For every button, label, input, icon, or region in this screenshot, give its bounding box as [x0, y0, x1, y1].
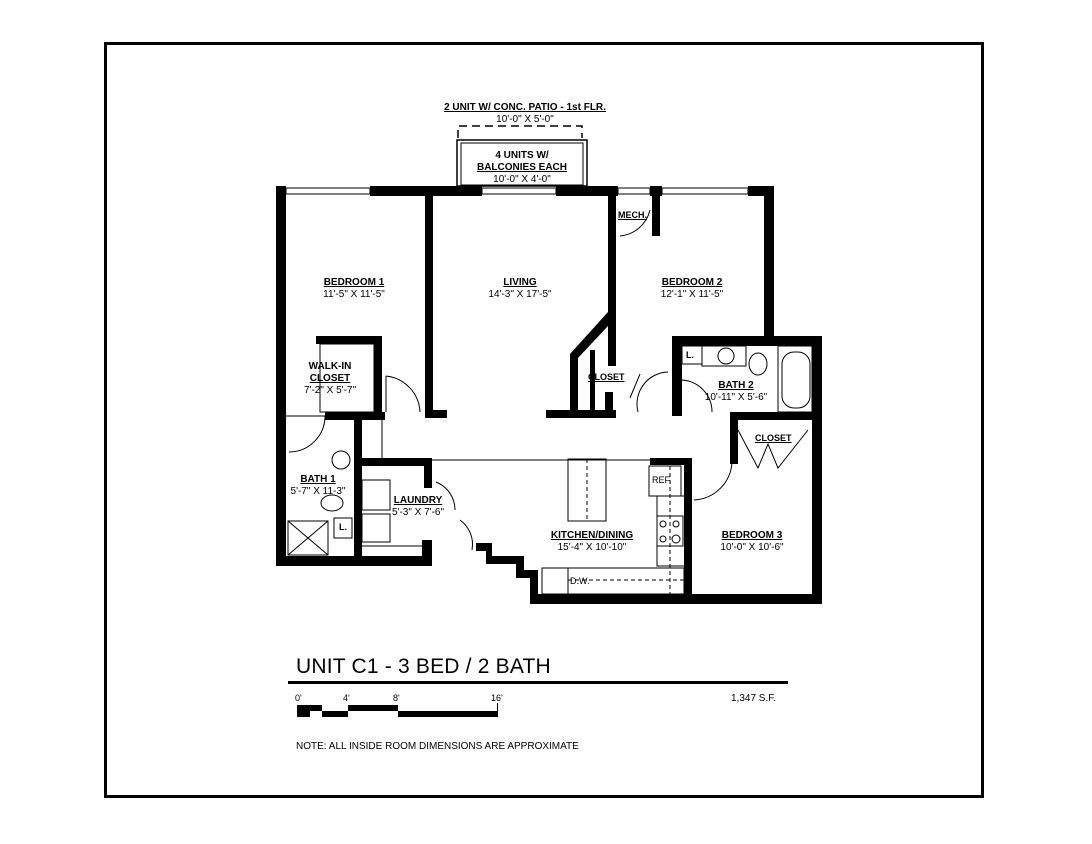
dimensions-note: NOTE: ALL INSIDE ROOM DIMENSIONS ARE APP… [296, 741, 579, 752]
room-closet-bedroom-3: CLOSET [755, 433, 792, 443]
unit-title: UNIT C1 - 3 BED / 2 BATH [296, 655, 551, 678]
room-bedroom-1: BEDROOM 1 11'-5" X 11'-5" [323, 277, 385, 300]
scale-16: 16' [491, 693, 503, 703]
balcony-label: 4 UNITS W/ BALCONIES EACH 10'-0" X 4'-0" [476, 150, 568, 185]
room-living: LIVING 14'-3" X 17'-5" [488, 277, 552, 300]
scale-8: 8' [393, 693, 400, 703]
room-bath-2: BATH 2 10'-11" X 5'-6" [704, 380, 768, 403]
room-bedroom-2: BEDROOM 2 12'-1" X 11'-5" [660, 277, 724, 300]
square-footage: 1,347 S.F. [731, 693, 777, 704]
dishwasher-label: D.W. [570, 576, 590, 586]
room-closet-living: CLOSET [588, 372, 625, 382]
title-rule [288, 681, 788, 684]
room-mech: MECH. [618, 210, 647, 220]
room-walk-in-closet: WALK-IN CLOSET 7'-2" X 5'-7" [303, 361, 357, 396]
drawing-border [104, 42, 984, 798]
scale-4: 4' [343, 693, 350, 703]
patio-label: 2 UNIT W/ CONC. PATIO - 1st FLR. 10'-0" … [444, 102, 606, 125]
refrigerator-label: REF. [652, 475, 672, 485]
room-kitchen-dining: KITCHEN/DINING 15'-4" X 10'-10" [550, 530, 634, 553]
room-bath-1: BATH 1 5'-7" X 11-3" [290, 474, 346, 497]
scale-0: 0' [295, 693, 302, 703]
linen-bath-2: L. [686, 350, 694, 360]
linen-bath-1: L. [339, 522, 347, 532]
room-laundry: LAUNDRY 5'-3" X 7'-6" [391, 495, 445, 518]
room-bedroom-3: BEDROOM 3 10'-0" X 10'-6" [720, 530, 784, 553]
